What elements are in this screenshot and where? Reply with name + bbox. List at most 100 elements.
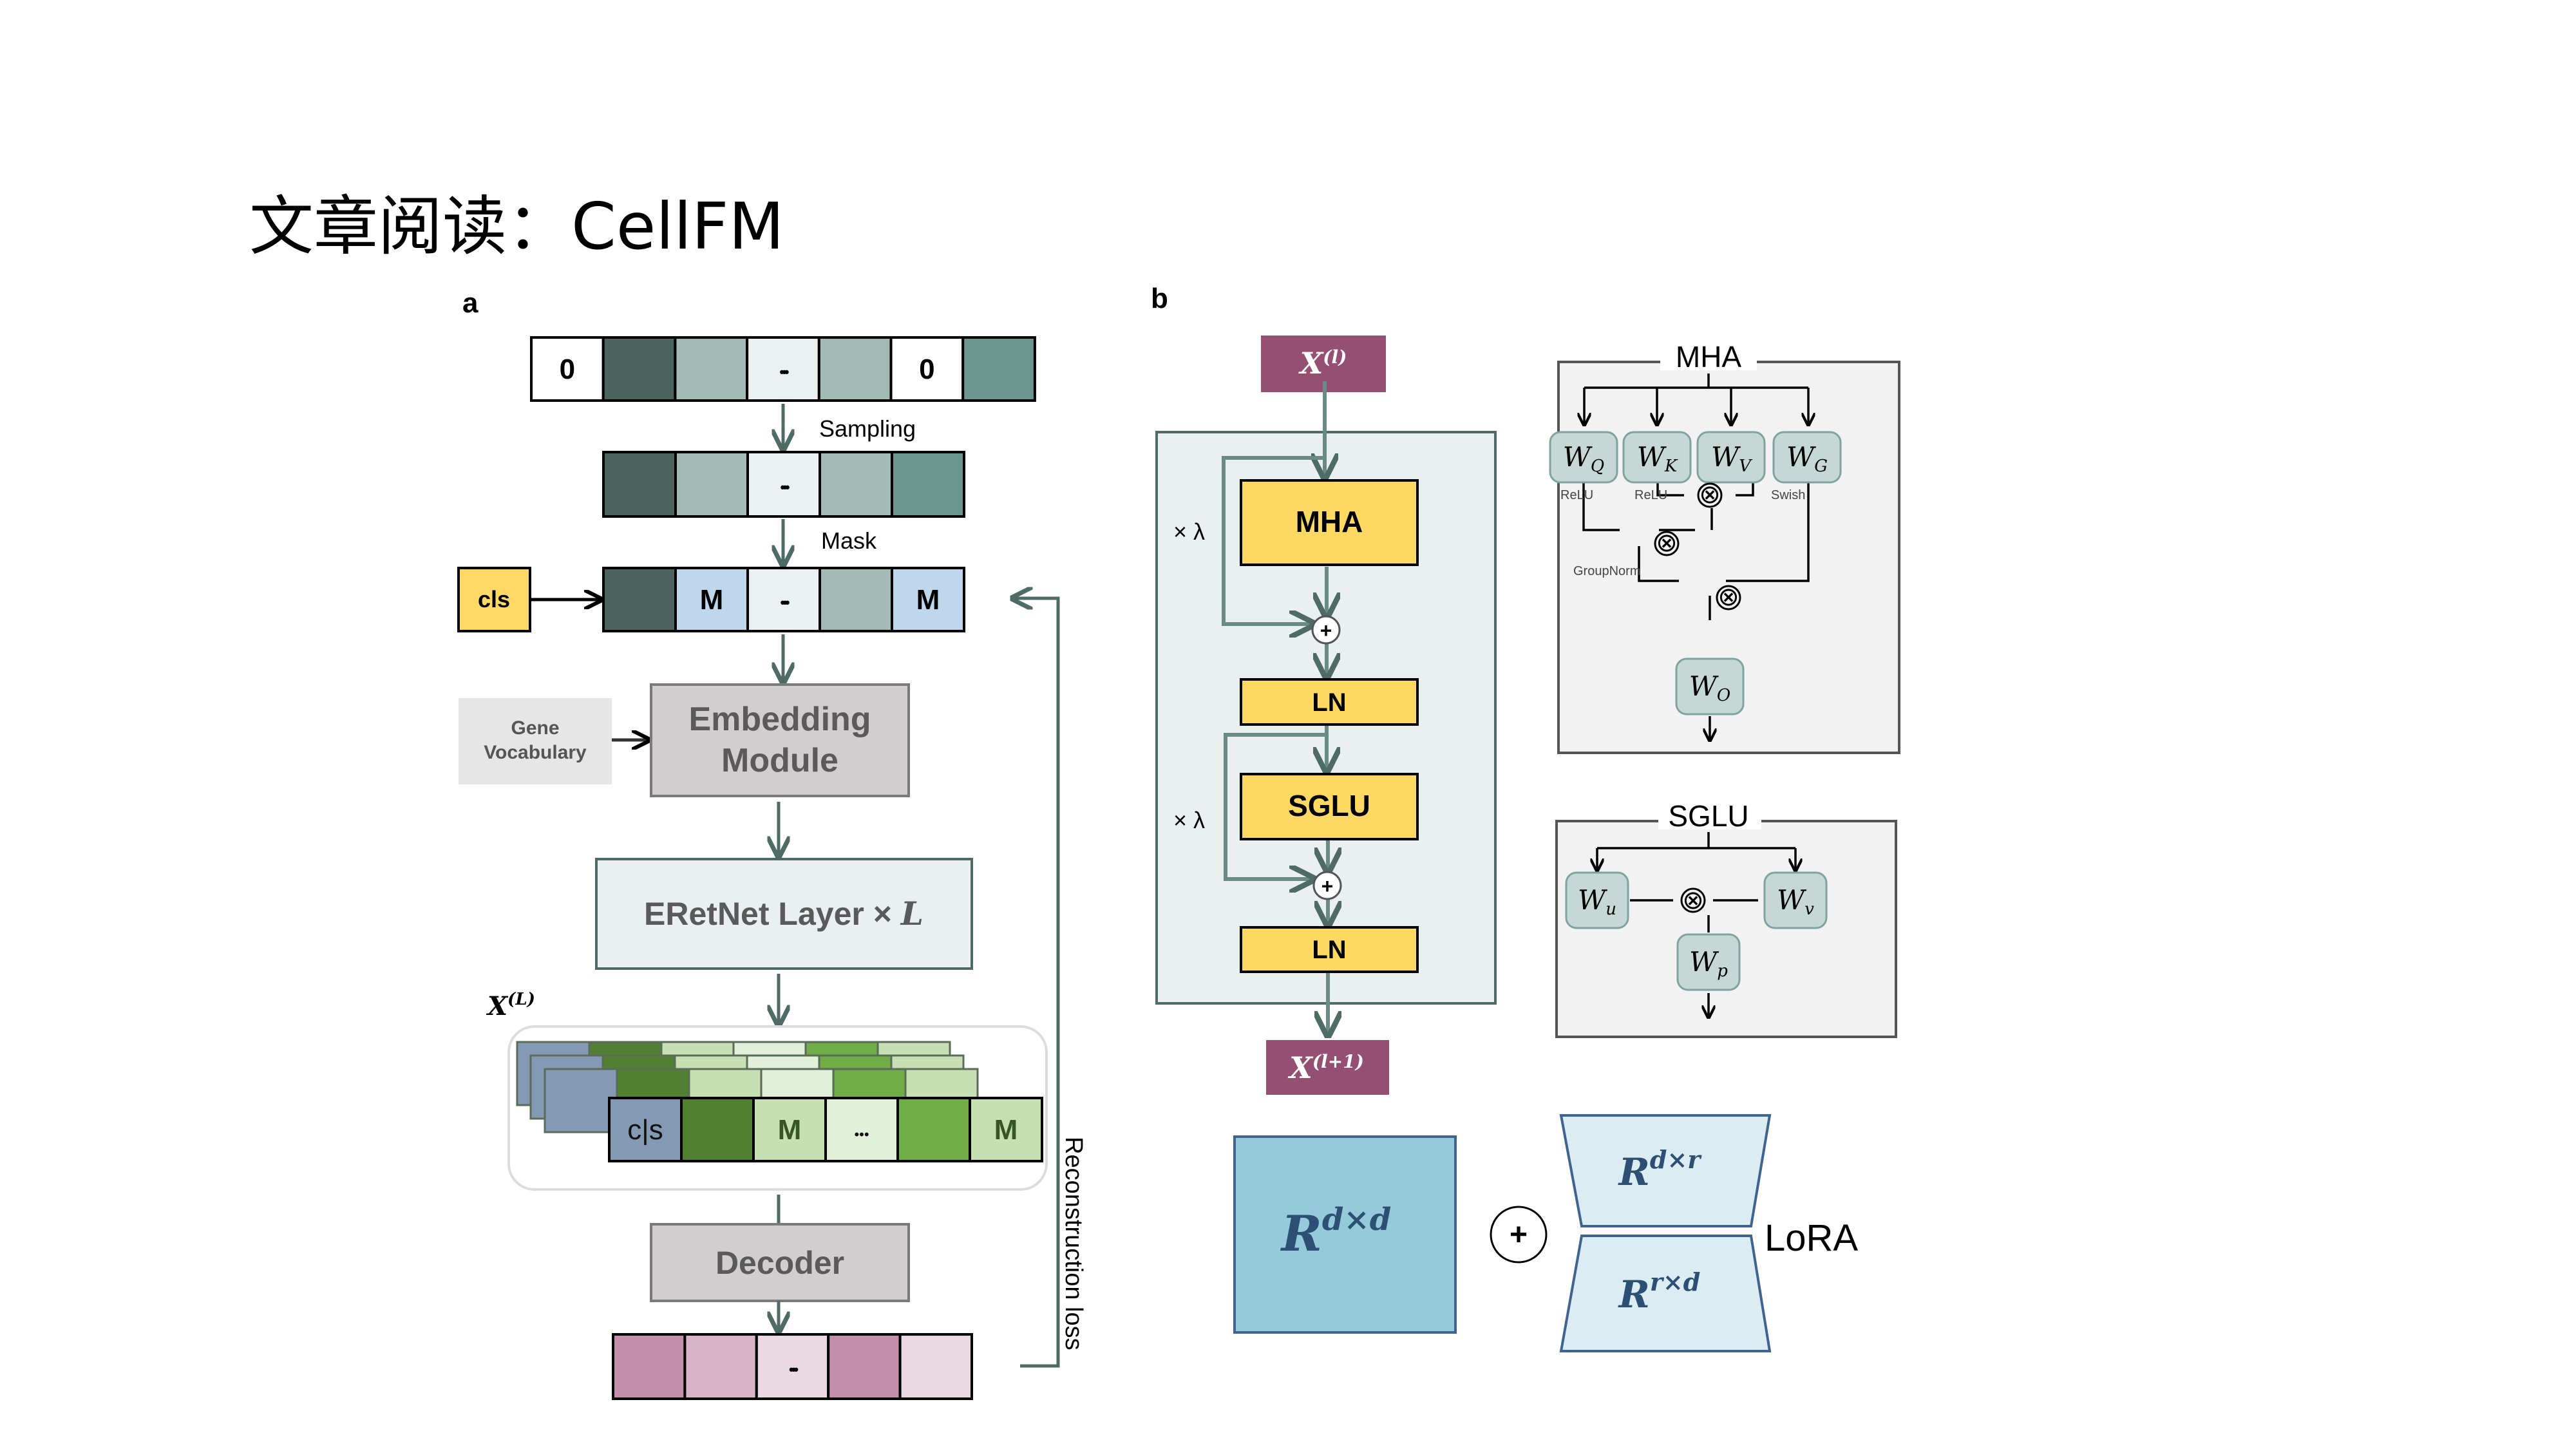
sglu-block-label: SGLU — [1288, 789, 1370, 822]
decoder-label: Decoder — [715, 1245, 844, 1281]
output-row-cell — [683, 1333, 758, 1400]
sampled-row-cell — [746, 451, 821, 518]
panel-a-label: a — [462, 287, 478, 319]
mha-weight-v-label: WV — [1711, 441, 1752, 476]
lora-plus-node — [1490, 1206, 1548, 1264]
lora-plus-symbol: + — [1510, 1218, 1528, 1252]
input-row-cell — [746, 336, 820, 402]
sampled-row-cell — [819, 451, 893, 518]
multiply-symbol: ⊗ — [1699, 480, 1721, 509]
mha-weight-g — [1772, 431, 1842, 484]
sampled-row-cell — [674, 451, 749, 518]
x-l-input-label: X(l) — [1298, 346, 1347, 381]
lora-label: LoRA — [1765, 1217, 1858, 1259]
gene-vocabulary-label-2: Vocabulary — [484, 742, 587, 763]
ln-block-2-label: LN — [1312, 936, 1346, 964]
residual-add-2 — [1312, 871, 1342, 900]
sglu-weight-u — [1565, 871, 1629, 929]
sglu-weight-p — [1676, 933, 1741, 991]
sampling-label: Sampling — [819, 415, 916, 442]
x-l1-output-box — [1266, 1040, 1389, 1095]
sglu-block — [1240, 773, 1419, 840]
stack-front-cell-label: ••• — [854, 1126, 869, 1142]
lambda-scale-2: × λ — [1173, 807, 1205, 833]
input-row-cell — [961, 336, 1036, 402]
eretnet-layer-box — [595, 858, 973, 970]
mask-label: Mask — [821, 527, 877, 554]
mha-block — [1240, 479, 1419, 566]
stack-front-cell — [680, 1097, 755, 1162]
input-gene-row: 0•••0 — [530, 336, 1036, 402]
lora-down-matrix — [1559, 1114, 1772, 1227]
mha-weight-q — [1549, 431, 1618, 484]
input-row-cell — [674, 336, 749, 402]
residual-add-2-symbol: + — [1321, 875, 1334, 898]
ln-block-1 — [1240, 678, 1419, 726]
stack-back-layer-3-cell — [544, 1068, 618, 1133]
masked-row-cell — [819, 567, 893, 632]
decoder-box — [650, 1223, 910, 1302]
input-row-cell-label: 0 — [919, 354, 934, 385]
eretnet-label: ERetNet Layer × L — [644, 895, 923, 933]
mha-detail-wiring — [1584, 374, 1808, 741]
masked-row-cell-label: M — [700, 584, 724, 616]
stack-front-cell — [824, 1097, 899, 1162]
lora-full-matrix — [1233, 1135, 1457, 1334]
sampled-gene-row: ••• — [602, 451, 965, 518]
residual-add-1-symbol: + — [1320, 619, 1332, 642]
stack-front-cell — [608, 1097, 683, 1162]
lambda-scale-1: × λ — [1173, 518, 1205, 545]
multiply-node-1 — [1697, 482, 1723, 508]
residual-line-2 — [1224, 733, 1327, 879]
mha-weight-v — [1696, 431, 1766, 484]
sglu-weight-v — [1763, 871, 1828, 929]
x-l1-output-label: X(l+1) — [1287, 1050, 1364, 1085]
residual-line-1 — [1222, 456, 1325, 624]
embedding-module — [650, 683, 910, 797]
multiply-symbol: ⊗ — [1656, 529, 1678, 557]
lora-down-matrix-label: Rd×r — [1618, 1145, 1703, 1194]
activation-relu-k: ReLU — [1634, 488, 1667, 502]
multiply-node-2 — [1654, 531, 1680, 556]
sglu-multiply-nodes: ⊗ — [1680, 886, 1706, 914]
mha-detail-title: MHA — [1676, 340, 1742, 374]
multiply-node-3 — [1716, 585, 1741, 611]
reconstruction-loss-line — [1012, 598, 1060, 1368]
mha-block-label: MHA — [1296, 505, 1363, 538]
stack-front-cell-label: M — [994, 1114, 1018, 1146]
reconstruction-loss-label: Reconstruction loss — [1060, 1137, 1087, 1350]
masked-gene-row: M•••M — [602, 567, 965, 632]
xl-label: X(L) — [486, 990, 535, 1021]
embedding-label-2: Module — [721, 742, 838, 779]
mha-weight-k-label: WK — [1637, 441, 1678, 476]
mha-multiply-nodes: ⊗⊗⊗ — [1654, 480, 1741, 611]
multiply-symbol: ⊗ — [1682, 886, 1704, 914]
stack-front-cell — [896, 1097, 971, 1162]
input-row-cell-label: 0 — [560, 354, 575, 385]
mha-weight-q-label: WQ — [1563, 441, 1605, 476]
masked-row-cell — [674, 567, 749, 632]
residual-add-1 — [1311, 615, 1341, 645]
embedding-label-1: Embedding — [688, 701, 871, 738]
reconstructed-output-row: ••• — [612, 1333, 973, 1400]
sampled-row-cell — [891, 451, 965, 518]
mha-weight-o — [1675, 658, 1745, 715]
sglu-detail-title: SGLU — [1668, 799, 1748, 833]
groupnorm-label: GroupNorm — [1573, 564, 1640, 578]
stack-front-cell — [969, 1097, 1043, 1162]
input-row-cell — [601, 336, 677, 402]
cls-token — [457, 567, 531, 632]
activation-relu-q: ReLU — [1560, 488, 1593, 502]
ln-block-2 — [1240, 926, 1419, 973]
sglu-detail-wiring — [1597, 832, 1795, 1018]
output-row-cell — [898, 1333, 973, 1400]
sampled-row-cell — [602, 451, 677, 518]
output-row-cell — [827, 1333, 902, 1400]
gene-vocabulary-label-1: Gene — [511, 717, 559, 739]
stack-front-cell-label: M — [778, 1114, 802, 1146]
sglu-title-bg — [1658, 799, 1761, 829]
